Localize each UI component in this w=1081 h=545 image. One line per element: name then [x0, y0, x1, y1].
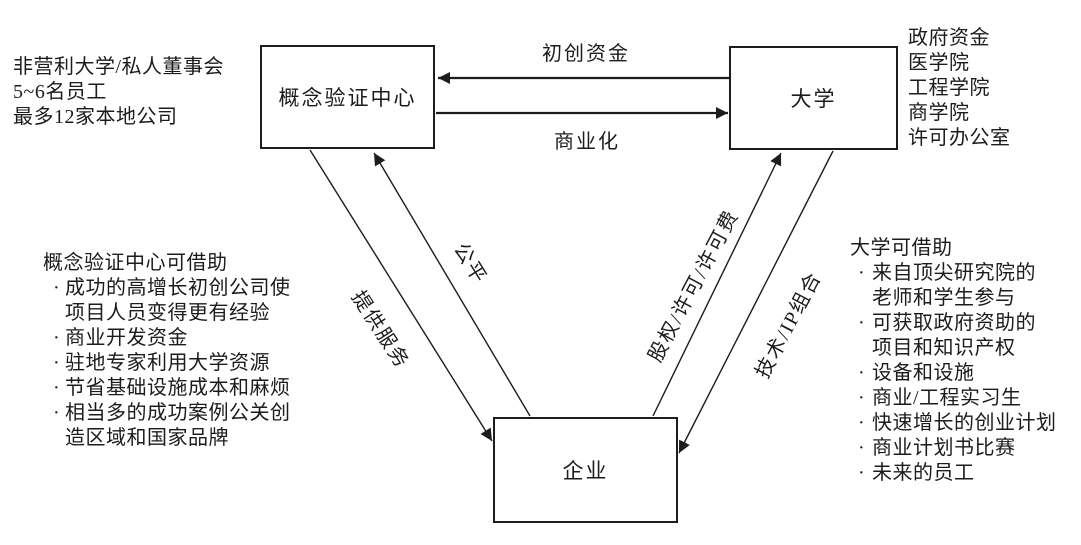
- note-line-text: 未来的员工: [872, 462, 975, 484]
- university-attributes-note: 政府资金 医学院 工程学院 商学院 许可办公室: [908, 26, 1011, 151]
- note-line: 最多12家本地公司: [13, 106, 178, 128]
- arrow-tech-ip-portfolio: [678, 150, 834, 454]
- note-line: 政府资金: [908, 27, 990, 49]
- node-poc-center: 概念验证中心: [260, 45, 435, 149]
- note-line: 造区域和国家品牌: [65, 427, 229, 449]
- note-line: ·节省基础设施成本和麻烦: [53, 376, 291, 401]
- note-line-text: 商业计划书比赛: [872, 437, 1016, 459]
- bullet-icon: ·: [53, 402, 61, 424]
- note-line: 非营利大学/私人董事会: [13, 56, 225, 78]
- bullet-icon: ·: [858, 262, 866, 284]
- edge-label-equity-license-fees: 股权/许可/许可费: [644, 206, 744, 366]
- bullet-icon: ·: [53, 377, 61, 399]
- bullet-icon: ·: [858, 437, 866, 459]
- poc-benefits-note: 概念验证中心可借助 ·成功的高增长初创公司使 项目人员变得更有经验 ·商业开发资…: [43, 251, 291, 451]
- arrow-equity-license-fees: [652, 152, 782, 417]
- arrow-equity: [373, 152, 531, 417]
- note-line-text: 商业/工程实习生: [872, 387, 1022, 409]
- note-line-text: 快速增长的创业计划: [872, 412, 1057, 434]
- node-enterprise: 企业: [493, 417, 678, 523]
- note-line: 5~6名员工: [13, 81, 107, 103]
- note-line: 老师和学生参与: [872, 287, 1016, 309]
- edge-label-equity: 公平: [449, 240, 491, 289]
- bullet-icon: ·: [53, 352, 61, 374]
- bullet-icon: ·: [53, 277, 61, 299]
- note-line: ·成功的高增长初创公司使: [53, 276, 291, 301]
- bullet-icon: ·: [858, 462, 866, 484]
- node-enterprise-label: 企业: [562, 459, 609, 483]
- note-title: 大学可借助: [850, 237, 953, 259]
- bullet-icon: ·: [858, 312, 866, 334]
- note-line: · 商业计划书比赛: [858, 436, 1057, 461]
- note-line: 项目人员变得更有经验: [65, 302, 270, 324]
- note-line-text: 成功的高增长初创公司使: [65, 277, 291, 299]
- node-poc-label: 概念验证中心: [278, 86, 417, 110]
- university-benefits-note: 大学可借助 · 来自顶尖研究院的 老师和学生参与 · 可获取政府资助的 项目和知识产…: [850, 236, 1057, 486]
- note-line-text: 设备和设施: [872, 362, 975, 384]
- node-university-label: 大学: [790, 87, 837, 111]
- note-line: 项目和知识产权: [872, 337, 1016, 359]
- note-line: 许可办公室: [908, 127, 1011, 149]
- node-university: 大学: [729, 46, 898, 150]
- note-line-text: 来自顶尖研究院的: [872, 262, 1036, 284]
- note-line: · 可获取政府资助的: [858, 311, 1057, 336]
- note-line-text: 可获取政府资助的: [872, 312, 1036, 334]
- bullet-icon: ·: [858, 362, 866, 384]
- note-line: · 来自顶尖研究院的: [858, 261, 1057, 286]
- note-line: 商学院: [908, 102, 970, 124]
- bullet-icon: ·: [858, 387, 866, 409]
- edge-label-commercialization: 商业化: [554, 130, 620, 153]
- note-line: ·相当多的成功案例公关创: [53, 401, 291, 426]
- note-line: ·商业开发资金: [53, 326, 291, 351]
- note-line-text: 节省基础设施成本和麻烦: [65, 377, 291, 399]
- poc-attributes-note: 非营利大学/私人董事会 5~6名员工 最多12家本地公司: [13, 55, 224, 130]
- edge-label-tech-ip-portfolio: 技术/IP组合: [751, 268, 826, 382]
- note-line: 工程学院: [908, 77, 990, 99]
- note-line: 医学院: [908, 52, 970, 74]
- note-line: · 快速增长的创业计划: [858, 411, 1057, 436]
- note-line: · 未来的员工: [858, 461, 1057, 486]
- note-line-text: 商业开发资金: [65, 327, 188, 349]
- note-line-text: 驻地专家利用大学资源: [65, 352, 270, 374]
- note-line: · 设备和设施: [858, 361, 1057, 386]
- bullet-icon: ·: [858, 412, 866, 434]
- note-line: · 商业/工程实习生: [858, 386, 1057, 411]
- note-title: 概念验证中心可借助: [43, 252, 228, 274]
- note-line-text: 相当多的成功案例公关创: [65, 402, 291, 424]
- note-line: ·驻地专家利用大学资源: [53, 351, 291, 376]
- arrow-provide-services: [309, 149, 493, 442]
- edge-label-startup-funding: 初创资金: [542, 42, 630, 65]
- bullet-icon: ·: [53, 327, 61, 349]
